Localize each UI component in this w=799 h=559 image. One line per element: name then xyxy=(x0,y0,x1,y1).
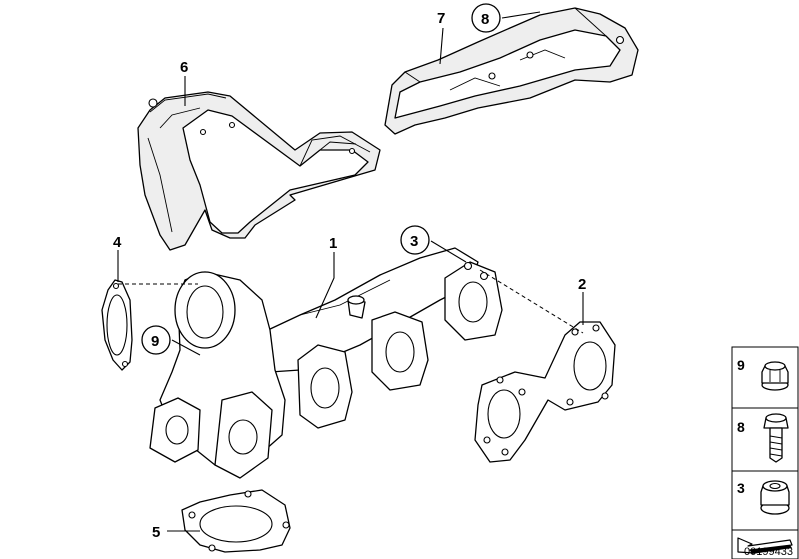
callout-5: 5 xyxy=(152,524,160,541)
legend-row-8 xyxy=(731,407,799,472)
callout-7: 7 xyxy=(437,10,445,27)
callout-6: 6 xyxy=(180,59,188,76)
callout-2: 2 xyxy=(578,276,586,293)
callout-1: 1 xyxy=(329,235,337,252)
outlet-gasket-part-5 xyxy=(181,489,291,553)
direction-arrow-icon xyxy=(737,537,793,554)
turbo-gasket-part-4 xyxy=(101,279,133,371)
callout-9-circle xyxy=(141,325,171,355)
callouts: 1 2 3 4 5 6 7 8 9 xyxy=(113,3,586,541)
callout-4: 4 xyxy=(113,234,122,251)
legend-number-8: 8 xyxy=(737,419,745,435)
callout-3-circle xyxy=(400,225,430,255)
legend-number-9: 9 xyxy=(737,357,745,373)
self-locking-nut-icon xyxy=(760,480,790,515)
document-number: 00199433 xyxy=(744,546,793,558)
alignment-lines xyxy=(118,269,584,334)
flange-nut-icon xyxy=(761,361,789,391)
callout-8-circle xyxy=(471,3,501,33)
fastener-legend: 9 8 3 xyxy=(731,346,799,559)
heat-shield-part-7 xyxy=(384,7,639,135)
hex-bolt-icon xyxy=(763,413,789,463)
callout-9: 9 xyxy=(151,333,159,350)
exhaust-manifold-part-1 xyxy=(149,247,503,479)
legend-number-3: 3 xyxy=(737,480,745,496)
callout-3: 3 xyxy=(410,233,418,250)
heat-shield-part-6 xyxy=(137,91,381,251)
manifold-gasket-part-2 xyxy=(474,321,616,463)
leader-lines xyxy=(117,11,584,532)
callout-8: 8 xyxy=(481,11,489,28)
